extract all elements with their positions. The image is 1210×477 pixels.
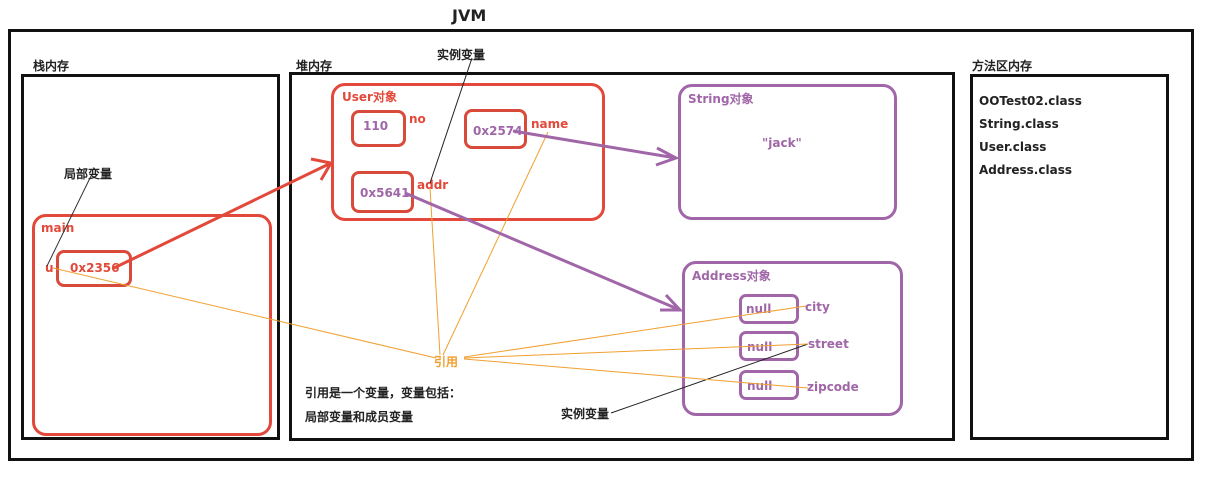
field-zipcode-value: null bbox=[747, 379, 773, 393]
field-street-value: null bbox=[747, 340, 773, 354]
class-item: User.class bbox=[979, 140, 1047, 154]
main-frame-label: main bbox=[41, 221, 75, 235]
method-area-frame bbox=[970, 74, 1169, 440]
variable-u-label: u bbox=[45, 261, 54, 275]
address-object-title: Address对象 bbox=[692, 269, 771, 283]
method-area-label: 方法区内存 bbox=[972, 59, 1033, 73]
stack-memory-label: 栈内存 bbox=[33, 59, 70, 73]
field-street-label: street bbox=[808, 337, 849, 351]
string-object-value: "jack" bbox=[762, 136, 802, 150]
field-name-label: name bbox=[531, 117, 569, 131]
user-object-title: User对象 bbox=[342, 90, 397, 104]
class-item: String.class bbox=[979, 117, 1059, 131]
field-no-label: no bbox=[409, 112, 426, 126]
field-city-value: null bbox=[746, 302, 772, 316]
class-item: Address.class bbox=[979, 163, 1072, 177]
local-variable-annotation: 局部变量 bbox=[64, 167, 113, 181]
field-city-label: city bbox=[805, 300, 830, 314]
jvm-title: JVM bbox=[452, 6, 487, 25]
field-addr-value: 0x5641 bbox=[360, 186, 410, 200]
field-zipcode-label: zipcode bbox=[807, 380, 859, 394]
note-line-1: 引用是一个变量，变量包括： bbox=[305, 386, 462, 400]
class-list: OOTest02.class String.class User.class A… bbox=[979, 94, 1082, 186]
field-addr-label: addr bbox=[417, 178, 449, 192]
note-line-2: 局部变量和成员变量 bbox=[305, 410, 414, 424]
string-object-title: String对象 bbox=[688, 92, 754, 106]
main-stack-frame bbox=[32, 214, 272, 436]
instance-variable-annotation-top: 实例变量 bbox=[437, 48, 486, 62]
field-name-value: 0x2574 bbox=[473, 124, 523, 138]
field-no-value: 110 bbox=[363, 119, 389, 133]
instance-variable-annotation-bottom: 实例变量 bbox=[561, 407, 610, 421]
variable-u-value: 0x2356 bbox=[70, 261, 120, 275]
reference-label: 引用 bbox=[434, 355, 459, 369]
class-item: OOTest02.class bbox=[979, 94, 1082, 108]
field-no-box bbox=[351, 110, 406, 147]
jvm-frame bbox=[8, 29, 1194, 461]
heap-memory-label: 堆内存 bbox=[296, 59, 333, 73]
